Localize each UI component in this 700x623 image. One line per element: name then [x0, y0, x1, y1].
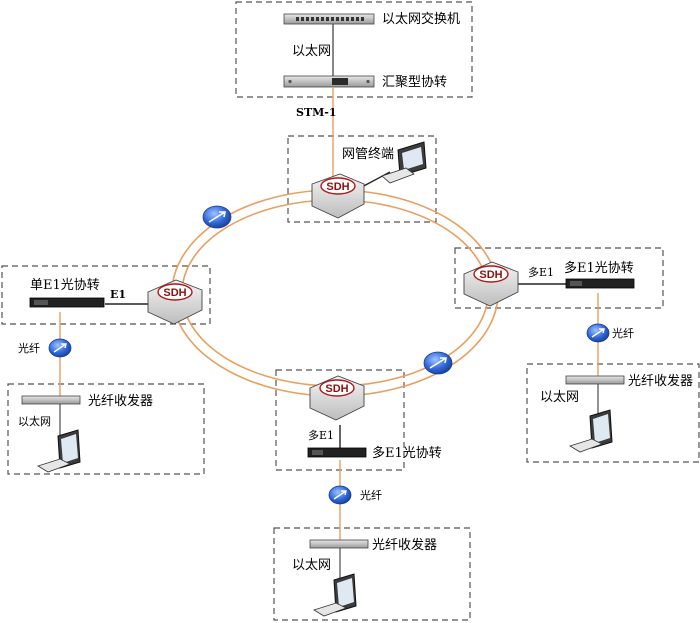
sdh-left-label: SDH	[163, 287, 186, 299]
fiber-transceiver-bottom	[309, 539, 369, 549]
ethernet-label-left: 以太网	[18, 415, 51, 428]
multi-e1-converter-label-bottom: 多E1光协转	[372, 445, 442, 461]
computer-icon-right	[569, 409, 613, 453]
sdh-node-right: SDH	[463, 261, 519, 307]
repeater-icon-fiber-bottom	[328, 485, 352, 505]
sdh-node-bottom: SDH	[309, 375, 365, 421]
repeater-icon-fiber-right	[586, 323, 610, 343]
fiber-transceiver-left	[21, 395, 81, 405]
fiber-transceiver-label-right: 光纤收发器	[628, 373, 693, 389]
right-site-box	[454, 247, 664, 309]
fiber-transceiver-label-bottom: 光纤收发器	[372, 537, 437, 553]
ethernet-label-right: 以太网	[540, 390, 579, 405]
multi-e1-label-bottom: 多E1	[308, 428, 334, 442]
bottom-lower-site-box	[273, 527, 471, 621]
ethernet-switch-label: 以太网交换机	[382, 11, 460, 27]
fiber-transceiver-right	[565, 375, 625, 385]
multi-e1-label-right: 多E1	[528, 265, 554, 279]
ethernet-label-bottom: 以太网	[292, 558, 331, 573]
e1-label-left: E1	[110, 288, 126, 301]
repeater-icon-fiber-left	[48, 338, 72, 358]
computer-icon-bottom	[313, 573, 357, 617]
multi-e1-converter-bottom	[307, 447, 367, 458]
nms-terminal-label: 网管终端	[342, 146, 394, 162]
fiber-label-left: 光纤	[18, 341, 40, 355]
multi-e1-converter-right	[565, 278, 635, 289]
sdh-node-top: SDH	[311, 173, 365, 219]
left-site-box	[1, 265, 211, 325]
fiber-label-bottom: 光纤	[360, 488, 382, 502]
computer-icon-left	[37, 429, 81, 473]
repeater-icon-ring-right	[423, 351, 453, 375]
aggregation-converter-label: 汇聚型协转	[382, 75, 447, 90]
nms-site-box	[287, 135, 437, 223]
sdh-right-label: SDH	[479, 269, 502, 281]
fiber-transceiver-label-left: 光纤收发器	[88, 393, 153, 409]
link-nms	[359, 171, 391, 189]
aggregation-converter	[283, 75, 375, 88]
sdh-node-left: SDH	[147, 279, 203, 325]
single-e1-converter	[29, 297, 105, 308]
nms-computer-icon	[381, 141, 427, 184]
ethernet-label-top: 以太网	[292, 44, 331, 59]
left-lower-site-box	[7, 383, 205, 475]
single-e1-converter-label: 单E1光协转	[30, 278, 100, 293]
stm1-label: STM-1	[296, 106, 337, 119]
fiber-label-right: 光纤	[612, 326, 634, 340]
top-site-box	[235, 1, 473, 98]
repeater-icon-ring-left	[202, 205, 232, 229]
sdh-bottom-label: SDH	[325, 383, 348, 395]
sdh-top-label: SDH	[326, 181, 349, 193]
right-lower-site-box	[526, 363, 700, 463]
ethernet-switch	[283, 13, 375, 25]
links	[59, 24, 599, 588]
multi-e1-converter-label-right: 多E1光协转	[564, 260, 634, 276]
